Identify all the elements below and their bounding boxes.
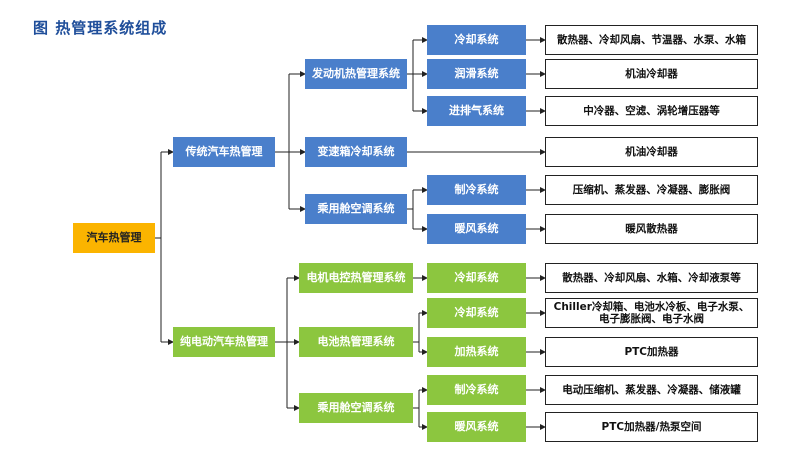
battery-thermal-node: 电池热管理系统 [299, 327, 413, 357]
engine-lubrication-node: 润滑系统 [427, 59, 526, 89]
traditional-cabin-ac-node: 乘用舱空调系统 [305, 194, 407, 224]
engine-cooling-components: 散热器、冷却风扇、节温器、水泵、水箱 [545, 25, 758, 55]
electric-heating-node: 暖风系统 [427, 412, 526, 442]
battery-cooling-node: 冷却系统 [427, 298, 526, 328]
battery-heating-node: 加热系统 [427, 337, 526, 367]
traditional-refrigeration-node: 制冷系统 [427, 175, 526, 205]
motor-cooling-components: 散热器、冷却风扇、水箱、冷却液泵等 [545, 263, 758, 293]
electric-vehicle-node: 纯电动汽车热管理 [173, 327, 275, 357]
intake-components: 中冷器、空滤、涡轮增压器等 [545, 96, 758, 126]
motor-cooling-node: 冷却系统 [427, 263, 526, 293]
lubrication-components: 机油冷却器 [545, 59, 758, 89]
traditional-vehicle-node: 传统汽车热管理 [173, 137, 275, 167]
figure-title: 图 热管理系统组成 [33, 19, 168, 37]
traditional-heating-node: 暖风系统 [427, 214, 526, 244]
battery-heating-components: PTC加热器 [545, 337, 758, 367]
electric-cabin-ac-node: 乘用舱空调系统 [299, 393, 413, 423]
motor-control-thermal-node: 电机电控热管理系统 [299, 263, 413, 293]
electric-refrigeration-node: 制冷系统 [427, 375, 526, 405]
traditional-heating-components: 暖风散热器 [545, 214, 758, 244]
electric-heating-components: PTC加热器/热泵空间 [545, 412, 758, 442]
transmission-cooling-node: 变速箱冷却系统 [305, 137, 407, 167]
engine-cooling-node: 冷却系统 [427, 25, 526, 55]
engine-intake-node: 进排气系统 [427, 96, 526, 126]
root-node: 汽车热管理 [73, 223, 155, 253]
transmission-components: 机油冷却器 [545, 137, 758, 167]
electric-refrigeration-components: 电动压缩机、蒸发器、冷凝器、储液罐 [545, 375, 758, 405]
traditional-refrigeration-components: 压缩机、蒸发器、冷凝器、膨胀阀 [545, 175, 758, 205]
engine-thermal-node: 发动机热管理系统 [305, 59, 407, 89]
battery-cooling-components: Chiller冷却箱、电池水冷板、电子水泵、电子膨胀阀、电子水阀 [545, 298, 758, 328]
